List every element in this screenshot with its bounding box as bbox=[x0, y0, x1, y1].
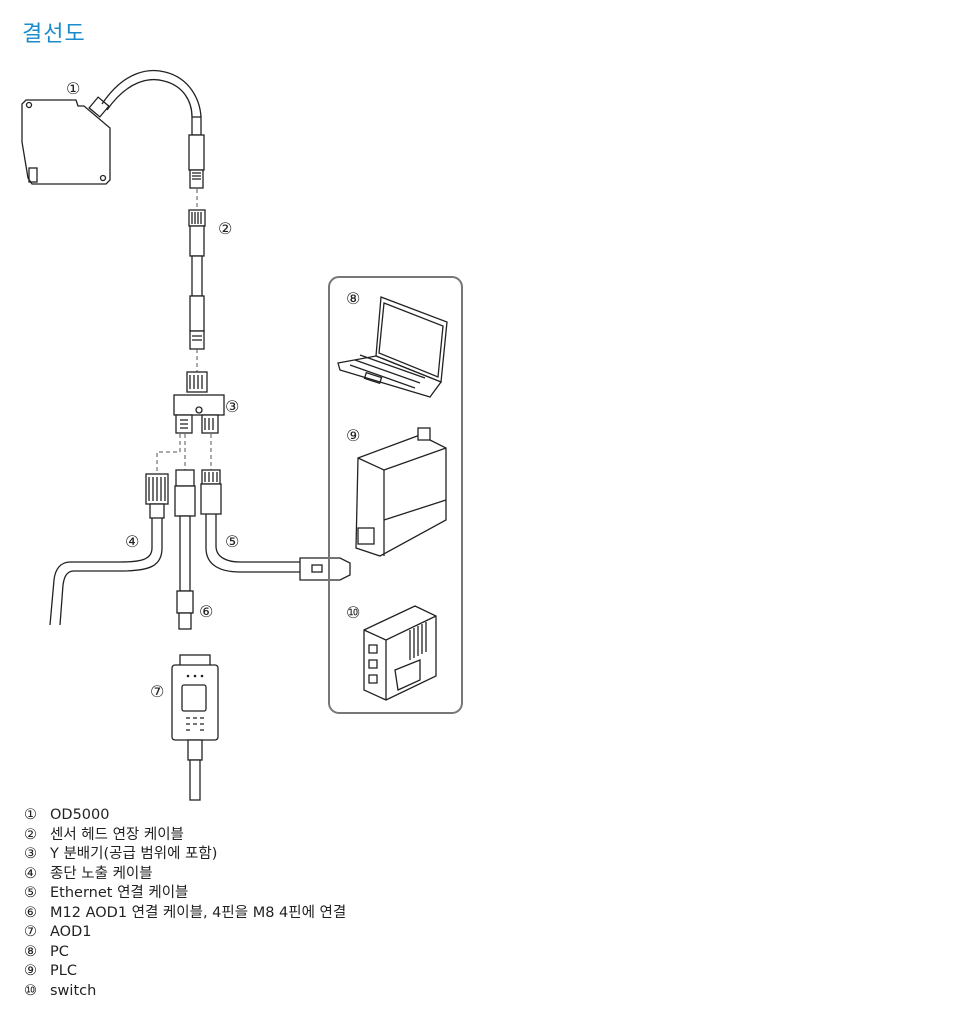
legend-number: ⑦ bbox=[24, 924, 37, 940]
legend-number: ⑧ bbox=[24, 943, 37, 960]
legend-label: PLC bbox=[50, 963, 77, 979]
legend-label: 종단 노출 케이블 bbox=[50, 865, 153, 882]
legend-label: Y 분배기(공급 범위에 포함) bbox=[50, 846, 218, 862]
legend-number: ④ bbox=[24, 865, 37, 882]
callout-5: ⑤ bbox=[225, 532, 239, 551]
callout-1: ① bbox=[66, 79, 80, 98]
legend-item: ④ 종단 노출 케이블 bbox=[24, 865, 346, 885]
legend-item: ⑩ switch bbox=[24, 982, 346, 1002]
legend-label: OD5000 bbox=[50, 807, 110, 823]
legend-label: PC bbox=[50, 943, 69, 960]
legend-number: ② bbox=[24, 826, 37, 843]
callout-3: ③ bbox=[225, 397, 239, 416]
y-splitter bbox=[173, 371, 225, 434]
legend-label: Ethernet 연결 케이블 bbox=[50, 885, 189, 901]
legend-item: ① OD5000 bbox=[24, 806, 346, 826]
legend-number: ⑩ bbox=[24, 982, 37, 999]
aod1-device bbox=[171, 654, 219, 801]
legend-number: ③ bbox=[24, 846, 37, 862]
ethernet-devices-box bbox=[328, 276, 463, 714]
aod1-connection-cable bbox=[174, 469, 196, 630]
legend-number: ⑥ bbox=[24, 904, 37, 921]
legend-item: ⑤ Ethernet 연결 케이블 bbox=[24, 884, 346, 904]
legend-number: ⑨ bbox=[24, 963, 37, 979]
legend-number: ⑤ bbox=[24, 885, 37, 901]
callout-10: ⑩ bbox=[346, 603, 360, 622]
legend-item: ⑦ AOD1 bbox=[24, 923, 346, 943]
callout-7: ⑦ bbox=[150, 682, 164, 701]
ethernet-cable bbox=[200, 469, 351, 581]
plc-device bbox=[355, 427, 447, 557]
legend-item: ⑨ PLC bbox=[24, 962, 346, 982]
legend-item: ③ Y 분배기(공급 범위에 포함) bbox=[24, 845, 346, 865]
callout-6: ⑥ bbox=[199, 602, 213, 621]
legend-item: ② 센서 헤드 연장 케이블 bbox=[24, 826, 346, 846]
sensor-cable-connector bbox=[188, 116, 205, 189]
callout-4: ④ bbox=[125, 532, 139, 551]
page-title: 결선도 bbox=[22, 22, 86, 47]
legend-label: switch bbox=[50, 982, 97, 999]
legend-item: ⑧ PC bbox=[24, 943, 346, 963]
legend-label: AOD1 bbox=[50, 924, 92, 940]
laptop-pc bbox=[337, 296, 448, 398]
legend-label: M12 AOD1 연결 케이블, 4핀을 M8 4핀에 연결 bbox=[50, 904, 347, 921]
legend-item: ⑥ M12 AOD1 연결 케이블, 4핀을 M8 4핀에 연결 bbox=[24, 904, 346, 924]
extension-cable bbox=[188, 209, 206, 350]
flying-lead-cable bbox=[49, 473, 169, 626]
od5000-sensor bbox=[21, 69, 202, 185]
legend-label: 센서 헤드 연장 케이블 bbox=[50, 826, 184, 843]
callout-8: ⑧ bbox=[346, 289, 360, 308]
callout-2: ② bbox=[218, 219, 232, 238]
callout-9: ⑨ bbox=[346, 426, 360, 445]
legend-number: ① bbox=[24, 807, 37, 823]
network-switch bbox=[363, 605, 437, 701]
